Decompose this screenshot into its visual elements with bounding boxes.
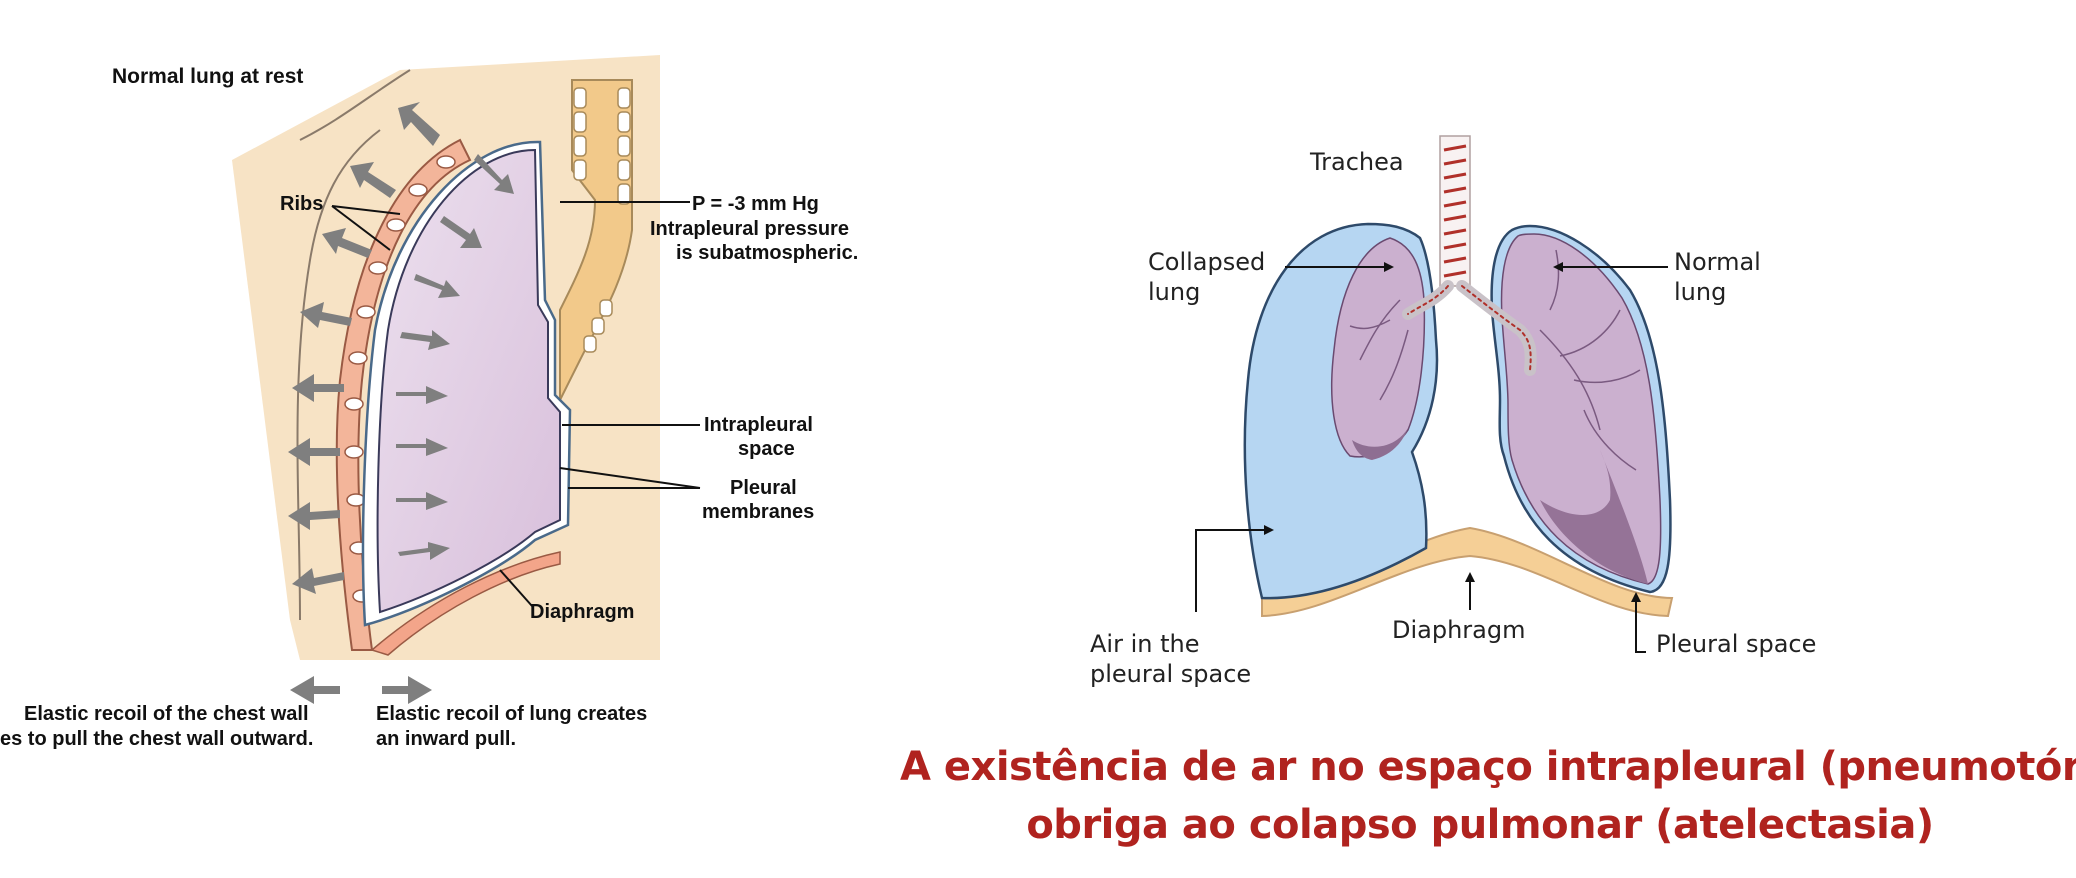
label-normal-2: lung: [1674, 278, 1726, 306]
rib-segments: [344, 155, 456, 603]
label-collapsed-1: Collapsed: [1148, 248, 1265, 276]
label-chest-wall-2: tries to pull the chest wall outward.: [0, 728, 313, 750]
label-air-2: pleural space: [1090, 660, 1251, 688]
label-chest-wall-1: Elastic recoil of the chest wall: [24, 703, 309, 725]
label-intrapleural-2: space: [738, 438, 795, 460]
label-trachea: Trachea: [1309, 148, 1404, 176]
label-intrapleural-1: Intrapleural: [704, 414, 813, 436]
vertebrae: [573, 87, 631, 353]
label-ribs: Ribs: [280, 193, 323, 215]
left-leader-lines: [331, 201, 701, 607]
label-diaphragm-left: Diaphragm: [530, 601, 634, 623]
label-lung-recoil-2: an inward pull.: [376, 728, 516, 750]
caption-line-1: A existência de ar no espaço intrapleura…: [900, 744, 2076, 790]
normal-lung: [1500, 233, 1662, 585]
label-lung-recoil-1: Elastic recoil of lung creates: [376, 703, 647, 725]
right-leader-lines: [1195, 262, 1668, 653]
label-normal-1: Normal: [1674, 248, 1761, 276]
label-pressure-note-1: Intrapleural pressure: [650, 218, 849, 240]
label-pleural-2: membranes: [702, 501, 814, 523]
collapsed-lung-shadow: [1352, 428, 1408, 460]
caption-line-2: obriga ao colapso pulmonar (atelectasia): [1026, 802, 1934, 848]
main-bronchi: [1402, 280, 1537, 376]
label-diaphragm-right: Diaphragm: [1392, 616, 1526, 644]
label-air-1: Air in the: [1090, 630, 1199, 658]
trachea-tube: [1439, 135, 1471, 287]
outward-arrows: [288, 102, 514, 704]
label-pressure-note-2: is subatmospheric.: [676, 242, 858, 264]
label-collapsed-2: lung: [1148, 278, 1200, 306]
right-figure-pneumothorax: Trachea Collapsed lung Normal lung Air i…: [1090, 135, 1816, 688]
chest-outline: [296, 129, 381, 621]
skin-outline: [299, 69, 411, 141]
caption: A existência de ar no espaço intrapleura…: [900, 738, 2076, 854]
diaphragm-muscle: [370, 551, 561, 656]
label-pleural-1: Pleural: [730, 477, 797, 499]
left-figure-normal-lung: Normal lung at rest Ribs P = -3 mm Hg In…: [0, 55, 858, 750]
normal-lung-shadow: [1540, 450, 1648, 584]
trachea-rings: [1443, 144, 1467, 278]
bronchial-tree: [1349, 249, 1641, 471]
label-pressure: P = -3 mm Hg: [692, 193, 819, 215]
lung-left: [376, 148, 561, 614]
left-title: Normal lung at rest: [112, 65, 303, 88]
label-pleural-space: Pleural space: [1656, 630, 1816, 658]
